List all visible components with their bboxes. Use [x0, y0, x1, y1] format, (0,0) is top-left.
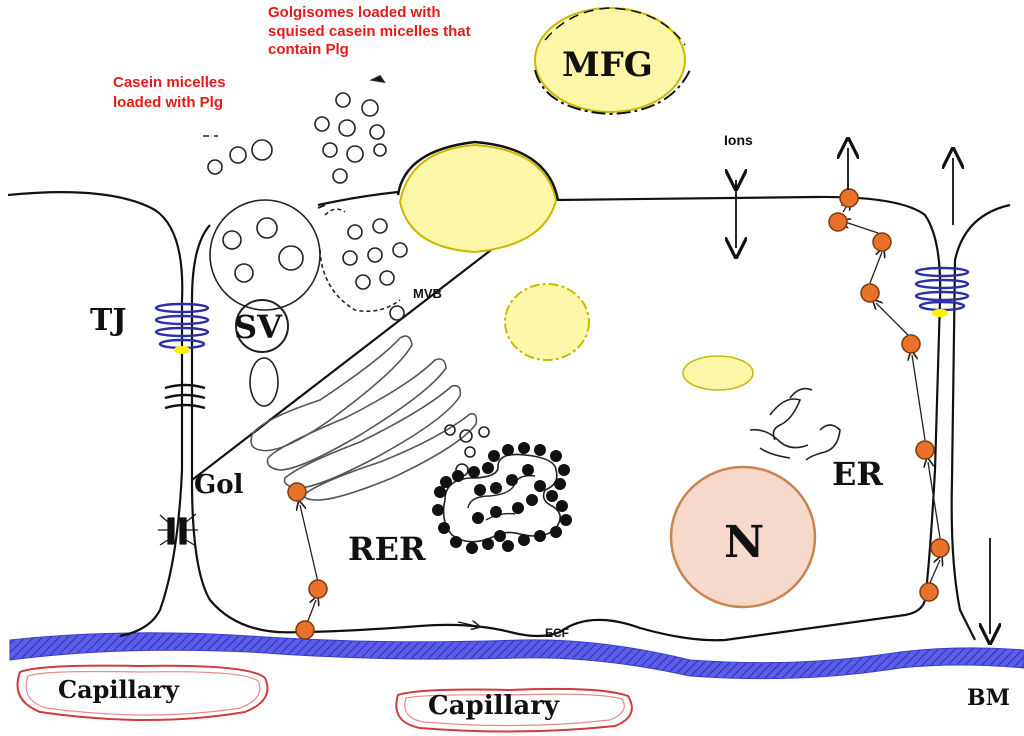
desmosome-left: [158, 513, 198, 547]
ribosome: [440, 476, 452, 488]
ribosome: [550, 450, 562, 462]
basement-membrane: [9, 632, 1024, 680]
ribosome: [560, 514, 572, 526]
ribosome: [556, 500, 568, 512]
golgisome-cluster-top: [314, 74, 387, 184]
label-nucleus: N: [724, 517, 764, 568]
ribosome: [474, 484, 486, 496]
ribosome: [518, 534, 530, 546]
ribosome: [554, 478, 566, 490]
label-tj: TJ: [90, 303, 127, 338]
label-er: ER: [832, 455, 883, 493]
neighbour-cell-left: [7, 191, 184, 638]
tight-junction-right: [914, 266, 970, 312]
cell-membrane: [190, 190, 942, 642]
ribosome: [522, 464, 534, 476]
label-mvb: MVB: [413, 286, 442, 301]
ribosome: [550, 526, 562, 538]
casein-micelles-free: [203, 135, 273, 175]
label-rer: RER: [348, 530, 426, 568]
vesicle-path-right: [828, 188, 950, 602]
ribosome: [432, 504, 444, 516]
ribosome: [534, 480, 546, 492]
tj-seal-left: [174, 346, 190, 354]
label-bm: BM: [967, 685, 1010, 711]
label-gol: Gol: [194, 470, 244, 500]
label-ecf: ECF: [545, 626, 569, 640]
label-golgisomes-line2: squised casein micelles that: [268, 23, 471, 40]
ribosome: [518, 442, 530, 454]
label-casein-line2: loaded with Plg: [113, 94, 223, 111]
budding-membrane: [396, 140, 560, 201]
casein-micelles-in-sv: [222, 217, 304, 283]
multivesicular-body: [317, 204, 408, 321]
label-ions: Ions: [724, 132, 753, 148]
ribosome: [438, 522, 450, 534]
ribosome: [482, 462, 494, 474]
ribosome: [506, 474, 518, 486]
label-casein-line1: Casein micelles: [113, 74, 226, 91]
capillary-right: [395, 687, 633, 733]
ribosome: [546, 490, 558, 502]
ribosome: [434, 486, 446, 498]
fat-droplet-middle: [504, 283, 590, 361]
smooth-er: [749, 387, 841, 461]
budding-fat-droplet: [398, 143, 558, 254]
ribosome: [490, 506, 502, 518]
ribosome: [558, 464, 570, 476]
ribosome: [482, 538, 494, 550]
fat-droplet-small: [682, 355, 754, 391]
ribosome: [452, 470, 464, 482]
golgi-apparatus: [250, 335, 478, 501]
neighbour-cell-right: [950, 203, 1011, 641]
ribosome: [494, 530, 506, 542]
secretory-vesicle: [209, 199, 321, 407]
ribosome: [512, 502, 524, 514]
ecf-small-arrow: [457, 622, 476, 626]
nucleus: [669, 465, 817, 609]
ribosomes: [432, 442, 572, 554]
ribosome: [472, 512, 484, 524]
milk-fat-globule: [534, 7, 691, 116]
ribosome: [534, 444, 546, 456]
label-capillary-right: Capillary: [428, 691, 560, 721]
tj-seal-right: [932, 309, 948, 317]
label-golgisomes-line1: Golgisomes loaded with: [268, 4, 441, 21]
adherens-junction-left: [164, 383, 206, 410]
ribosome: [526, 494, 538, 506]
label-capillary-left: Capillary: [58, 675, 180, 704]
ribosome: [468, 466, 480, 478]
ribosome: [488, 450, 500, 462]
label-mfg: MFG: [562, 45, 653, 85]
ribosome: [490, 482, 502, 494]
vesicle-path-left: [287, 482, 328, 640]
ribosome: [534, 530, 546, 542]
ribosome: [466, 542, 478, 554]
ribosome: [502, 444, 514, 456]
label-golgisomes-line3: contain Plg: [268, 41, 349, 58]
label-sv: SV: [234, 308, 283, 346]
capillary-left: [16, 664, 269, 721]
ribosome: [502, 540, 514, 552]
ribosome: [450, 536, 462, 548]
rough-er: [442, 453, 561, 543]
